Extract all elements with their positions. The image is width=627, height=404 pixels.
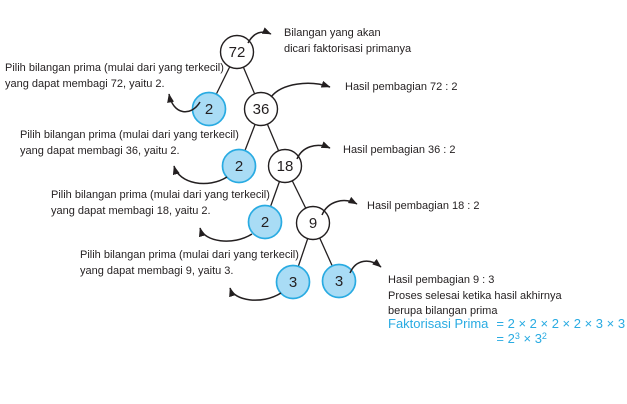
node-circle-2b [221,148,257,184]
arrow-to-note-result18 [321,196,358,216]
node-label: 36 [253,101,270,118]
note-pick-prime-36: Pilih bilangan prima (mulai dari yang te… [20,128,239,159]
result-expanded-equation: = 2 × 2 × 2 × 2 × 3 × 3 [496,316,626,331]
arrow-to-note-result36 [296,141,331,160]
note-line: yang dapat membagi 36, yaitu 2. [20,144,180,157]
node-label: 3 [289,274,297,291]
note-line: Hasil pembagian 18 : 2 [367,200,480,212]
node-circle-9 [295,205,331,241]
power-part: × 3 [519,331,542,346]
note-line: Proses selesai ketika hasil akhirnya [388,289,562,302]
node-label: 2 [205,101,213,118]
note-line: Bilangan yang akan [284,27,381,39]
node-circle-18 [267,148,303,184]
note-line: Pilih bilangan prima (mulai dari yang te… [20,129,239,141]
result-equations: = 2 × 2 × 2 × 2 × 3 × 3 = 23 × 32 [496,316,625,348]
arrow-to-note-result72 [270,80,331,98]
power-exponent: 3 [514,331,520,341]
node-label: 2 [261,214,269,231]
note-line: dicari faktorisasi primanya [284,42,412,55]
note-result-9: Hasil pembagian 9 : 3 Proses selesai ket… [388,273,562,320]
note-line: Pilih bilangan prima (mulai dari yang te… [51,189,270,201]
note-target-number: Bilangan yang akan dicari faktorisasi pr… [284,26,411,57]
note-line: yang dapat membagi 18, yaitu 2. [51,204,211,217]
node-label: 72 [229,44,246,61]
note-line: Pilih bilangan prima (mulai dari yang te… [80,249,299,261]
note-line: Pilih bilangan prima (mulai dari yang te… [5,62,224,74]
note-pick-prime-72: Pilih bilangan prima (mulai dari yang te… [5,61,224,92]
arrow-to-note-result9 [349,258,382,274]
node-circle-36 [243,91,279,127]
note-line: berupa bilangan prima [388,305,498,317]
arrow-to-pick-36 [172,165,228,185]
note-line: yang dapat membagi 9, yaitu 3. [80,264,234,277]
arrow-to-pick-72 [167,93,201,113]
arrow-to-note-72 [247,27,272,44]
note-result-18: Hasil pembagian 18 : 2 [367,199,480,215]
power-part: = 2 [496,331,515,346]
node-circle-2c [247,204,283,240]
node-label: 18 [277,158,294,175]
note-line: yang dapat membagi 72, yaitu 2. [5,77,165,90]
node-label: 9 [309,215,317,232]
node-circle-2a [191,91,227,127]
note-result-36: Hasil pembagian 36 : 2 [343,143,456,159]
note-pick-prime-18: Pilih bilangan prima (mulai dari yang te… [51,188,270,219]
node-circle-72 [219,34,255,70]
prime-factorization-result: Faktorisasi Prima = 2 × 2 × 2 × 2 × 3 × … [388,316,625,348]
note-pick-prime-9: Pilih bilangan prima (mulai dari yang te… [80,248,299,279]
node-label: 2 [235,158,243,175]
result-label: Faktorisasi Prima [388,316,489,331]
node-label: 3 [335,273,343,290]
arrow-to-pick-18 [198,227,253,242]
note-line: Hasil pembagian 36 : 2 [343,144,456,156]
arrow-to-pick-9 [229,287,282,301]
note-line: Hasil pembagian 72 : 2 [345,81,458,93]
node-circle-3a [275,264,311,300]
power-exponent: 2 [541,331,547,341]
result-power-equation: = 23 × 32 [496,331,625,348]
note-result-72: Hasil pembagian 72 : 2 [345,80,458,96]
note-line: Hasil pembagian 9 : 3 [388,274,495,286]
node-circle-3b [321,263,357,299]
